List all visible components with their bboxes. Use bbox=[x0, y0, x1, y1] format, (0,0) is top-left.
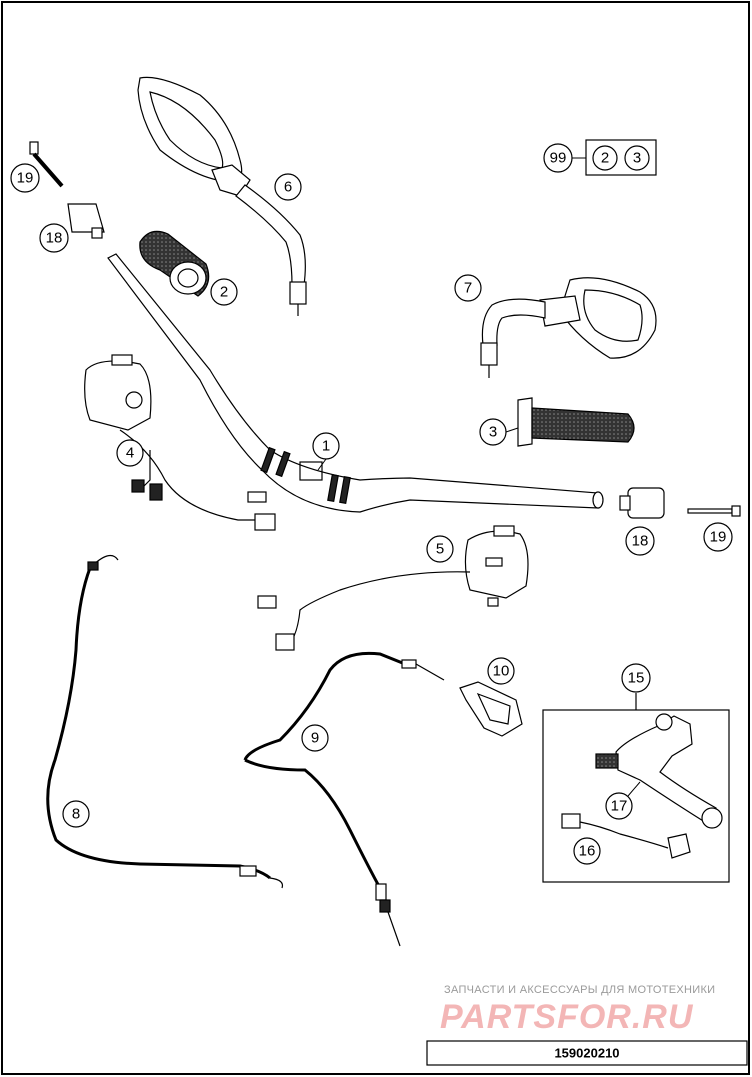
callout-9: 9 bbox=[301, 724, 329, 752]
svg-text:19: 19 bbox=[710, 529, 727, 546]
bar-end-weight-right[interactable] bbox=[619, 487, 665, 519]
callout-15: 15 bbox=[621, 663, 651, 693]
svg-text:10: 10 bbox=[493, 663, 510, 680]
svg-text:7: 7 bbox=[464, 280, 472, 297]
grip-left[interactable] bbox=[139, 230, 210, 297]
switch-left[interactable] bbox=[84, 354, 276, 531]
screw-right[interactable] bbox=[687, 505, 741, 517]
screw-left[interactable] bbox=[29, 141, 64, 188]
svg-text:15: 15 bbox=[628, 670, 645, 687]
diagram-code-box bbox=[426, 1040, 748, 1066]
cable-9[interactable] bbox=[243, 651, 445, 947]
svg-text:99: 99 bbox=[550, 150, 567, 167]
svg-text:6: 6 bbox=[284, 179, 292, 196]
callout-6: 6 bbox=[274, 173, 302, 201]
callout-10: 10 bbox=[487, 657, 515, 685]
callout-18-right: 18 bbox=[625, 526, 655, 556]
svg-text:2: 2 bbox=[220, 284, 228, 301]
callout-17: 17 bbox=[605, 781, 641, 820]
svg-text:18: 18 bbox=[632, 533, 649, 550]
callout-4: 4 bbox=[116, 439, 144, 467]
clutch-assembly-box bbox=[542, 693, 730, 883]
diagram-code: 159020210 bbox=[554, 1046, 619, 1061]
svg-text:5: 5 bbox=[436, 541, 444, 558]
bar-end-weight-left[interactable] bbox=[67, 203, 105, 239]
callout-5: 5 bbox=[426, 535, 454, 563]
callout-18-left: 18 bbox=[39, 223, 69, 253]
svg-text:3: 3 bbox=[633, 150, 641, 167]
svg-text:18: 18 bbox=[46, 230, 63, 247]
svg-text:19: 19 bbox=[17, 170, 34, 187]
svg-text:16: 16 bbox=[579, 843, 596, 860]
svg-text:3: 3 bbox=[489, 424, 497, 441]
clutch-switch[interactable] bbox=[561, 813, 691, 859]
callout-1: 1 bbox=[312, 432, 340, 471]
svg-text:4: 4 bbox=[126, 445, 134, 462]
switch-right[interactable] bbox=[257, 525, 529, 651]
svg-text:1: 1 bbox=[322, 438, 330, 455]
cable-8[interactable] bbox=[46, 554, 284, 889]
handlebar[interactable] bbox=[107, 253, 604, 513]
callout-19-left: 19 bbox=[10, 163, 40, 193]
svg-text:9: 9 bbox=[311, 730, 319, 747]
mirror-right[interactable] bbox=[480, 277, 657, 378]
callout-7: 7 bbox=[454, 274, 482, 302]
cable-cover[interactable] bbox=[459, 681, 523, 737]
callout-2: 2 bbox=[210, 278, 238, 306]
callout-3: 3 bbox=[479, 418, 519, 446]
callout-8: 8 bbox=[62, 800, 90, 828]
clutch-lever[interactable] bbox=[595, 713, 723, 829]
grip-right[interactable] bbox=[517, 397, 635, 447]
callout-19-right: 19 bbox=[703, 522, 733, 552]
mirror-left[interactable] bbox=[137, 76, 307, 316]
svg-text:2: 2 bbox=[601, 150, 609, 167]
svg-text:8: 8 bbox=[72, 806, 80, 823]
watermark-caption: ЗАПЧАСТИ И АКСЕССУАРЫ ДЛЯ МОТОТЕХНИКИ bbox=[444, 984, 715, 996]
callout-99: 99 2 3 bbox=[543, 139, 657, 176]
svg-text:17: 17 bbox=[611, 798, 628, 815]
callout-16: 16 bbox=[573, 837, 601, 865]
watermark-brand: PARTSFOR.RU bbox=[440, 998, 694, 1036]
